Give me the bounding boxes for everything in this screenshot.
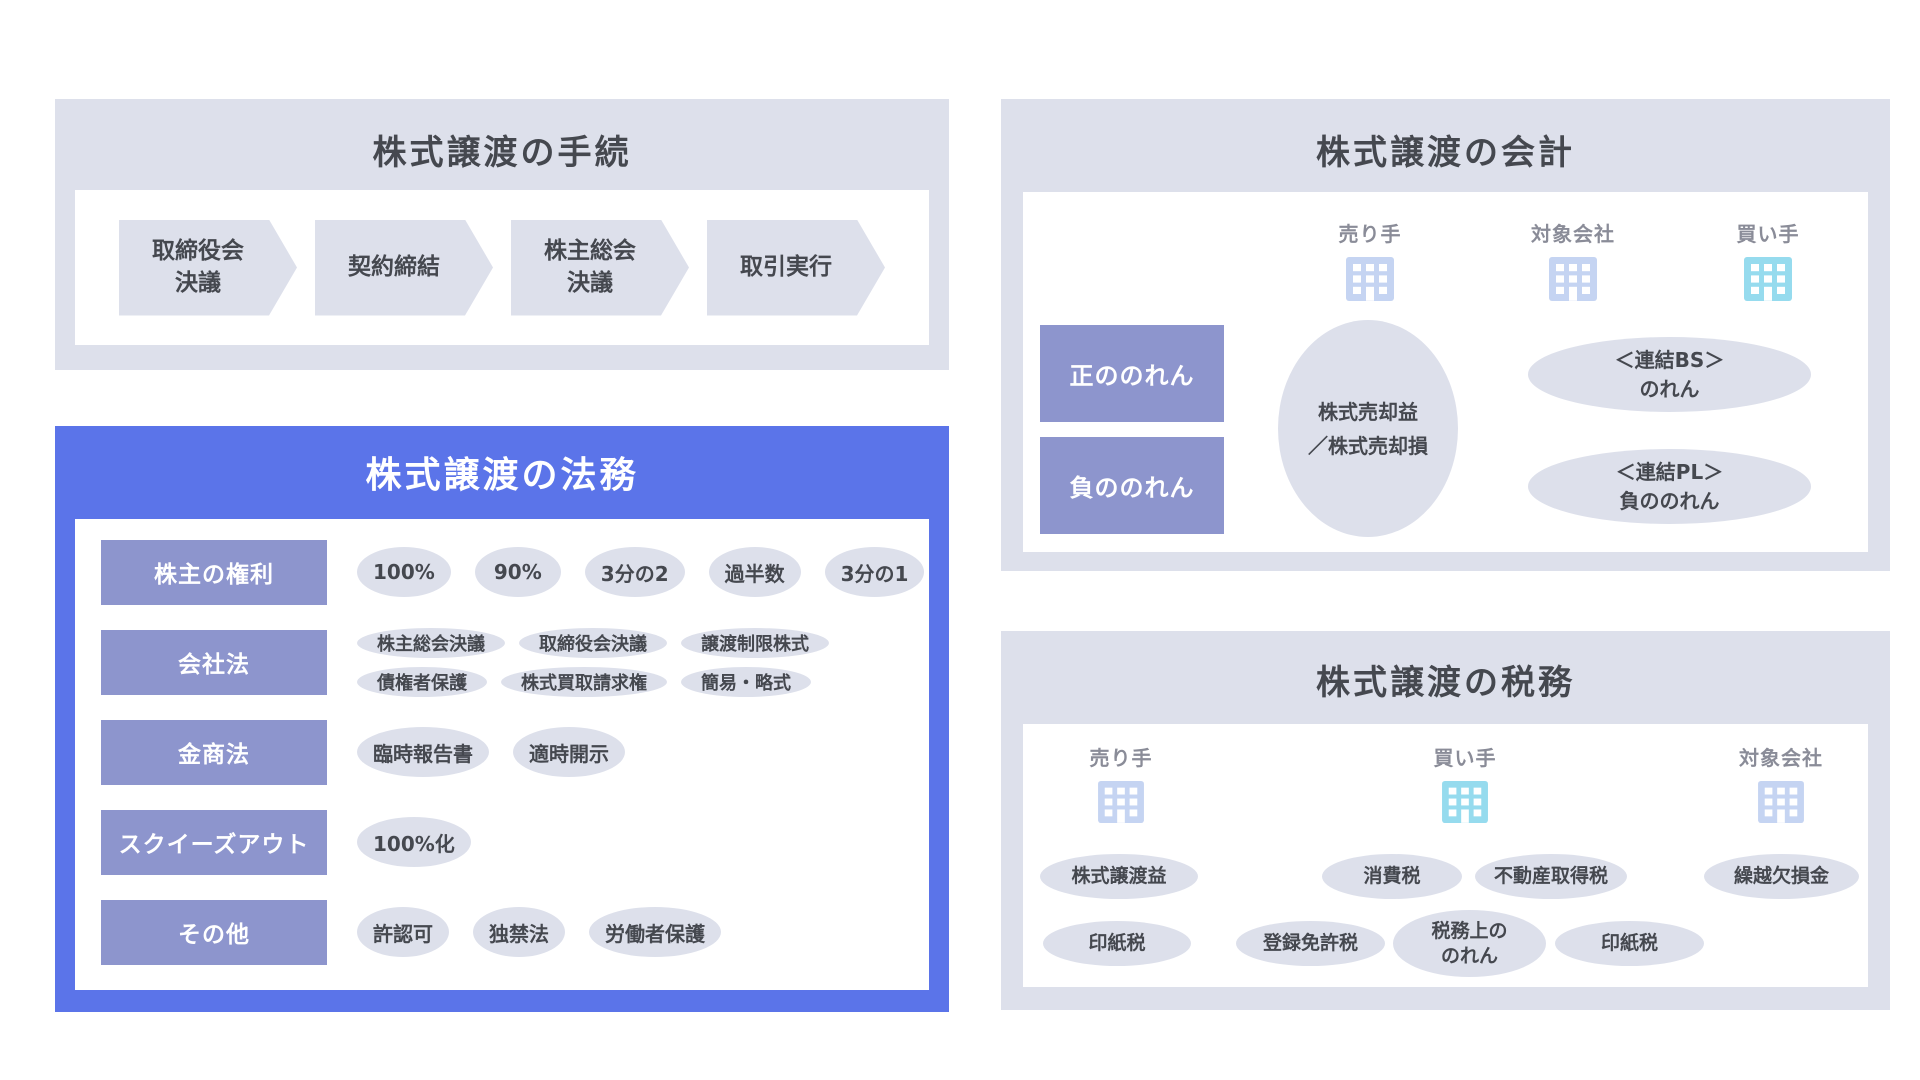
legal-item-pill: 3分の1: [824, 547, 925, 597]
pill-row: 債権者保護 株式買取請求権 簡易・略式: [357, 666, 829, 697]
party-buyer: 買い手: [1405, 742, 1525, 824]
procedure-flow: 取締役会 決議 契約締結 株主総会 決議 取引実行: [75, 190, 929, 345]
pill-stamp-duty-buyer: 印紙税: [1555, 921, 1704, 966]
procedure-title: 株式譲渡の手続: [372, 133, 632, 173]
legal-item-pill: 労働者保護: [589, 907, 721, 957]
pill-capital-gains: 株式譲渡益: [1040, 854, 1198, 899]
panel-accounting: 株式譲渡の会計 売り手 対象会社: [1001, 99, 1890, 571]
pill-group: 100%化: [357, 817, 471, 867]
building-icon: [1441, 780, 1489, 824]
tax-title: 株式譲渡の税務: [1316, 663, 1575, 703]
pill-loss-carryforward: 繰越欠損金: [1704, 854, 1859, 899]
legal-row-shareholder-rights: 株主の権利 100% 90% 3分の2 過半数 3分の1: [101, 527, 929, 617]
tax-content: 売り手 買い手: [1023, 724, 1868, 987]
consolidated-pl-goodwill-ellipse: ＜連結PL＞ 負ののれん: [1528, 449, 1811, 524]
pill-group: 臨時報告書 適時開示: [357, 727, 625, 777]
accounting-content: 売り手 対象会社: [1023, 192, 1868, 552]
party-target-company: 対象会社: [1721, 742, 1841, 824]
legal-category-label: 金商法: [101, 719, 327, 785]
legal-row-fiea: 金商法 臨時報告書 適時開示: [101, 707, 929, 797]
pill-tax-goodwill: 税務上の のれん: [1393, 910, 1546, 977]
legal-item-pill: 株主総会決議: [357, 627, 505, 658]
party-label: 対象会社: [1531, 222, 1615, 246]
legal-row-squeeze-out: スクイーズアウト 100%化: [101, 797, 929, 887]
panel-tax: 株式譲渡の税務 売り手 買い手: [1001, 631, 1890, 1010]
legal-title: 株式譲渡の法務: [365, 455, 639, 496]
pill-row: 株主総会決議 取締役会決議 譲渡制限株式: [357, 627, 829, 658]
accounting-title: 株式譲渡の会計: [1316, 133, 1575, 173]
party-label: 対象会社: [1739, 746, 1823, 770]
legal-item-pill: 100%: [357, 547, 451, 597]
legal-item-pill: 許認可: [357, 907, 449, 957]
flow-step-chevron-3: 株主総会 決議: [511, 220, 689, 316]
party-label: 買い手: [1736, 222, 1800, 246]
legal-item-pill: 90%: [474, 547, 561, 597]
pill-stamp-duty-seller: 印紙税: [1043, 921, 1191, 966]
legal-item-pill: 債権者保護: [357, 666, 487, 697]
flow-step-label: 取締役会 決議: [152, 238, 244, 296]
pill-registration-license-tax: 登録免許税: [1236, 921, 1385, 966]
pill-real-estate-acquisition-tax: 不動産取得税: [1475, 854, 1627, 899]
legal-item-pill: 株式買取請求権: [501, 666, 667, 697]
building-icon: [1757, 780, 1805, 824]
party-label: 売り手: [1338, 222, 1402, 246]
gain-loss-ellipse: 株式売却益 ／株式売却損: [1278, 320, 1458, 537]
party-target-company: 対象会社: [1513, 218, 1633, 302]
pill-group-stacked: 株主総会決議 取締役会決議 譲渡制限株式 債権者保護 株式買取請求権 簡易・略式: [357, 627, 829, 697]
legal-item-pill: 過半数: [708, 547, 801, 597]
pill-group: 許認可 独禁法 労働者保護: [357, 907, 721, 957]
legal-item-pill: 譲渡制限株式: [681, 627, 829, 658]
legal-item-pill: 独禁法: [473, 907, 565, 957]
legal-category-label: 株主の権利: [101, 539, 327, 605]
flow-step-label: 契約締結: [348, 253, 440, 280]
panel-procedure: 株式譲渡の手続 取締役会 決議 契約締結 株主総会 決議 取引実行: [55, 99, 949, 370]
party-seller: 売り手: [1061, 742, 1181, 824]
flow-step-chevron-4: 取引実行: [707, 220, 885, 316]
flow-step-chevron-1: 取締役会 決議: [119, 220, 297, 316]
pill-consumption-tax: 消費税: [1322, 854, 1462, 899]
legal-category-label: その他: [101, 899, 327, 965]
panel-legal: 株式譲渡の法務 株主の権利 100% 90% 3分の2 過半数 3分の1 会社法…: [55, 426, 949, 1012]
legal-item-pill: 臨時報告書: [357, 727, 489, 777]
legal-content: 株主の権利 100% 90% 3分の2 過半数 3分の1 会社法 株主総会決議 …: [75, 519, 929, 990]
legal-item-pill: 取締役会決議: [519, 627, 667, 658]
flow-step-label: 株主総会 決議: [544, 238, 636, 296]
building-icon: [1548, 256, 1598, 302]
building-icon: [1097, 780, 1145, 824]
flow-step-chevron-2: 契約締結: [315, 220, 493, 316]
party-label: 売り手: [1089, 746, 1153, 770]
consolidated-bs-goodwill-ellipse: ＜連結BS＞ のれん: [1528, 337, 1811, 412]
building-icon: [1743, 256, 1793, 302]
party-buyer: 買い手: [1708, 218, 1828, 302]
legal-category-label: 会社法: [101, 629, 327, 695]
legal-item-pill: 簡易・略式: [681, 666, 811, 697]
building-icon: [1345, 256, 1395, 302]
flow-step-label: 取引実行: [740, 253, 832, 280]
goodwill-negative-box: 負ののれん: [1040, 437, 1224, 534]
party-seller: 売り手: [1310, 218, 1430, 302]
pill-group: 100% 90% 3分の2 過半数 3分の1: [357, 547, 925, 597]
legal-item-pill: 3分の2: [584, 547, 685, 597]
legal-item-pill: 適時開示: [513, 727, 625, 777]
legal-row-companies-act: 会社法 株主総会決議 取締役会決議 譲渡制限株式 債権者保護 株式買取請求権 簡…: [101, 617, 929, 707]
goodwill-positive-box: 正ののれん: [1040, 325, 1224, 422]
legal-row-others: その他 許認可 独禁法 労働者保護: [101, 887, 929, 977]
legal-category-label: スクイーズアウト: [101, 809, 327, 875]
legal-item-pill: 100%化: [357, 817, 471, 867]
party-label: 買い手: [1433, 746, 1497, 770]
